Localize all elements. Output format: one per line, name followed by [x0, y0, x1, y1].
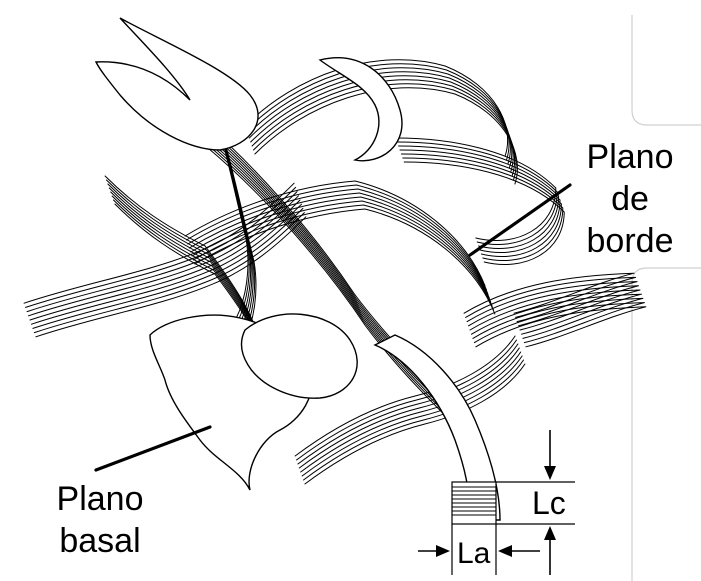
basal-plane-pointer: [96, 427, 210, 470]
ribbon-right-horizontal: [464, 273, 646, 347]
basal-plane-label-line2: basal: [59, 522, 140, 560]
la-label: La: [457, 537, 491, 570]
edge-plane-label-line1: Plano: [587, 138, 674, 176]
edge-plane-pointer: [470, 185, 570, 255]
lc-label: Lc: [532, 485, 566, 521]
edge-plane-label-line3: borde: [587, 222, 674, 260]
ribbon-right-loop: [396, 138, 564, 265]
graphene-ribbons: [24, 60, 646, 484]
basal-sheets: [96, 18, 500, 520]
basal-plane-label-line1: Plano: [57, 480, 144, 518]
edge-plane-label-line2: de: [611, 180, 649, 218]
ribbon-left-horizontal: [24, 183, 306, 337]
